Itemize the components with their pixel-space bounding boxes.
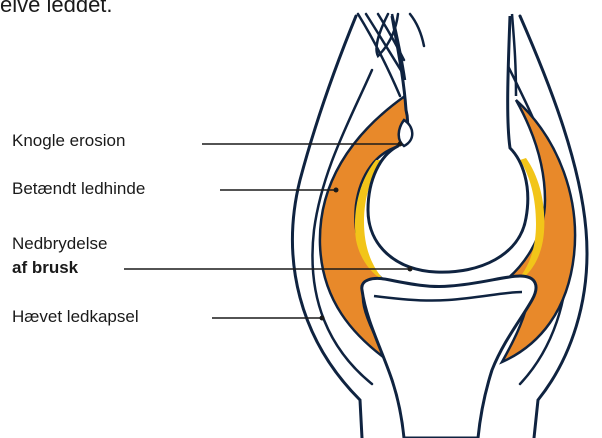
label-bone-erosion: Knogle erosion (12, 130, 125, 152)
leader-dot-bone-erosion (398, 142, 403, 147)
label-swollen-capsule: Hævet ledkapsel (12, 306, 139, 328)
leader-dot-capsule (320, 316, 325, 321)
label-inflamed-synovium: Betændt ledhinde (12, 178, 145, 200)
label-cartilage-line1: Nedbrydelse (12, 233, 107, 255)
leader-dot-synovium (334, 188, 339, 193)
leader-dot-cartilage (408, 267, 413, 272)
label-cartilage-line2: af brusk (12, 257, 78, 279)
label-cartilage-bold: af brusk (12, 258, 78, 277)
